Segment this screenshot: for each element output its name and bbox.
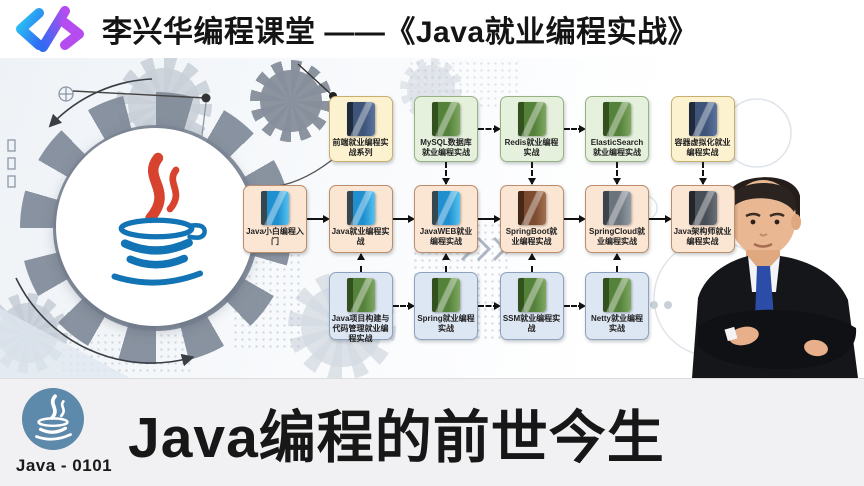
course-node-javaweb: JavaWEB就业编程实战 [414, 185, 478, 253]
blue-book-icon [346, 191, 375, 225]
video-title: Java编程的前世今生 [128, 405, 665, 470]
green-book-icon [517, 102, 546, 136]
green-book-icon [432, 102, 460, 136]
course-node-label: Redis就业编程实战 [504, 138, 559, 157]
gray-book-icon [603, 191, 631, 225]
green-book-icon [603, 102, 631, 136]
java-logo-icon [111, 152, 207, 286]
instructor-photo [692, 177, 858, 378]
arrow-mysql-redis [478, 125, 500, 133]
course-node-redis: Redis就业编程实战 [499, 96, 564, 162]
course-node-label: JavaWEB就业编程实战 [419, 227, 473, 246]
course-node-netty: Netty就业编程实战 [585, 272, 649, 340]
arrow-springboot-springcloud [563, 215, 586, 223]
blue-book-icon [261, 191, 289, 225]
course-node-springboot: SpringBoot就业编程实战 [499, 185, 564, 253]
course-node-container: 容器虚拟化就业编程实战 [670, 96, 735, 162]
green-book-icon [517, 278, 546, 312]
course-node-beginner: Java小白编程入门 [243, 185, 307, 253]
green-book-icon [346, 278, 375, 312]
episode-code: Java - 0101 [15, 456, 113, 475]
arrow-netty-springcloud [613, 253, 621, 272]
code-brackets-icon [16, 6, 84, 52]
course-node-label: Java架构师就业编程实战 [673, 227, 732, 246]
darkgray-book-icon [688, 191, 717, 225]
brown-book-icon [517, 191, 546, 225]
course-node-label: Spring就业编程实战 [417, 314, 475, 333]
arrow-redis-elasticsearch [563, 125, 586, 133]
course-node-ssm: SSM就业编程实战 [499, 272, 564, 340]
arrow-springcloud-architect [649, 215, 671, 223]
course-node-architect: Java架构师就业编程实战 [670, 185, 735, 253]
arrow-mysql-javaweb [442, 162, 450, 185]
course-node-label: Java就业编程实战 [331, 227, 390, 246]
gear-icon [250, 60, 332, 142]
arrow-spring-javaweb [442, 253, 450, 272]
course-node-elasticsearch: ElasticSearch就业编程实战 [585, 96, 649, 162]
course-node-label: Netty就业编程实战 [590, 314, 643, 333]
green-book-icon [432, 278, 460, 312]
course-node-label: ElasticSearch就业编程实战 [590, 138, 644, 157]
footer-bar: Java - 0101 Java编程的前世今生 [0, 378, 864, 486]
course-node-spring: Spring就业编程实战 [414, 272, 478, 340]
blue-book-icon [432, 191, 460, 225]
arrow-ssm-netty [563, 302, 586, 310]
brand-title: 李兴华编程课堂 ——《Java就业编程实战》 [102, 16, 699, 49]
course-node-label: SpringCloud就业编程实战 [589, 227, 645, 246]
arrow-redis-springboot [527, 162, 536, 185]
course-node-label: Java项目构建与代码管理就业编程实战 [331, 314, 390, 343]
arrow-javajob-javaweb [392, 215, 415, 223]
arrow-beginner-javajob [307, 215, 329, 223]
course-node-label: SSM就业编程实战 [502, 314, 561, 333]
arrow-build-javajob [356, 253, 365, 272]
course-node-label: MySQL数据库就业编程实战 [420, 138, 472, 157]
arrow-elasticsearch-springcloud [613, 162, 621, 185]
arrow-build-spring [392, 302, 415, 310]
course-node-javajob: Java就业编程实战 [328, 185, 393, 253]
course-node-label: SpringBoot就业编程实战 [505, 227, 558, 246]
java-logo-circle [56, 128, 254, 326]
header-bar: 李兴华编程课堂 ——《Java就业编程实战》 [0, 0, 864, 58]
java-cup-icon [22, 388, 84, 450]
arrow-container-architect [698, 162, 707, 185]
java-badge [22, 388, 84, 450]
green-book-icon [603, 278, 631, 312]
course-node-frontend: 前端就业编程实战系列 [328, 96, 393, 162]
arrow-spring-ssm [478, 302, 500, 310]
course-node-label: 容器虚拟化就业编程实战 [674, 138, 731, 157]
arrow-ssm-springboot [527, 253, 536, 272]
navy-book-icon [346, 102, 375, 136]
course-node-build: Java项目构建与代码管理就业编程实战 [328, 272, 393, 343]
course-node-springcloud: SpringCloud就业编程实战 [585, 185, 649, 253]
course-node-label: Java小白编程入门 [246, 227, 304, 246]
course-node-label: 前端就业编程实战系列 [332, 138, 389, 157]
arrow-javaweb-springboot [478, 215, 500, 223]
navy-book-icon [688, 102, 717, 136]
course-node-mysql: MySQL数据库就业编程实战 [414, 96, 478, 162]
